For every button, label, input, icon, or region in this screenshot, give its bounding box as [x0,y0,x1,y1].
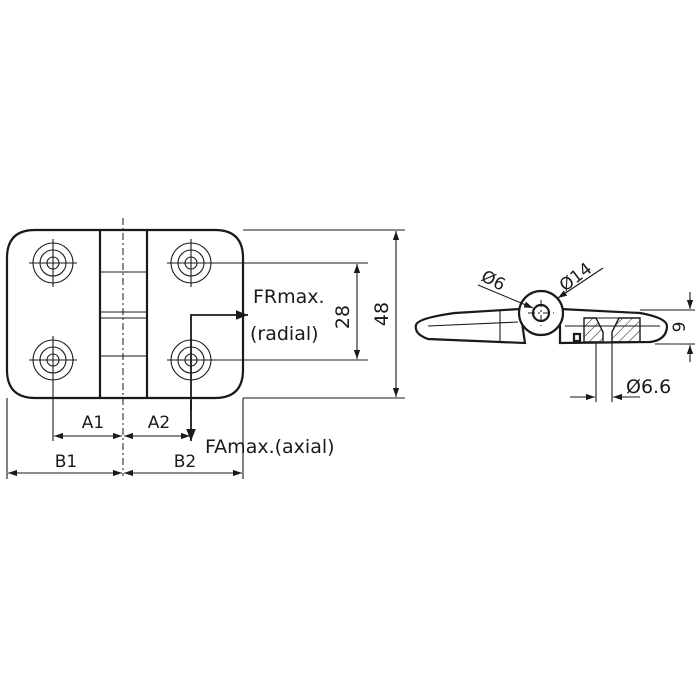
fa-max-axial-label: FAmax.(axial) [205,436,335,458]
side-left-leaf [414,307,527,345]
side-view: Ø6 Ø14 9 Ø6.6 [414,259,695,402]
side-right-hatch-2 [611,317,641,343]
dim-label-48: 48 [371,302,393,326]
dia14-label: Ø14 [556,259,596,296]
side-knuckle-outer [517,289,565,337]
side-detail-square [572,332,582,343]
side-right-hatch-1 [583,317,604,343]
dim-label-9: 9 [670,322,690,333]
dim-label-b2: B2 [174,452,196,472]
dim-label-a1: A1 [82,413,104,433]
hole-bottom-left [29,336,77,384]
hole-top-left [29,239,77,287]
force-arrow-radial [190,310,248,410]
front-view: 48 28 A1 A2 B1 B2 FRmax. (radial) FAmax.… [5,218,405,479]
dia6-6-label: Ø6.6 [626,376,671,398]
hole-top-right [167,239,215,287]
fr-max-label: FRmax. [253,286,325,308]
dim-label-a2: A2 [148,413,170,433]
side-right-leaf [558,307,669,345]
dim-label-b1: B1 [55,452,77,472]
dia14-leader [557,267,604,299]
dim-label-28: 28 [332,305,354,329]
dia6-label: Ø6 [478,267,509,296]
hinge-plate-outline [5,228,245,400]
fr-radial-label: (radial) [250,323,319,345]
dia6-leader [477,284,534,309]
